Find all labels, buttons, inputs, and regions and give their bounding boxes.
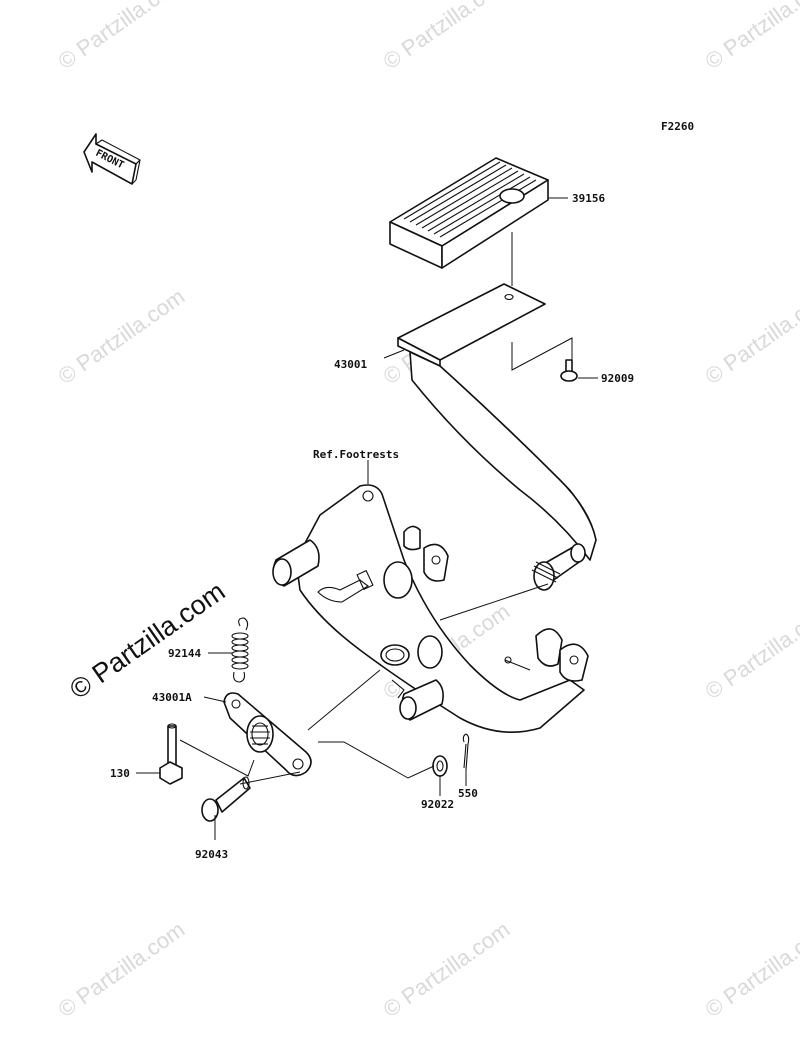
footrest-bracket [272, 484, 589, 733]
watermark-text: © Partzilla.com [701, 917, 800, 1023]
cotter-pin [462, 733, 470, 771]
label-550[interactable]: 550 [458, 787, 478, 800]
watermark-prominent: © Partzilla.com [64, 576, 230, 705]
clevis-pin [201, 776, 251, 822]
screw [560, 359, 578, 382]
leader-lines [136, 197, 598, 840]
pedal-pad [389, 157, 549, 269]
watermark-text: © Partzilla.com [379, 0, 515, 74]
label-92043[interactable]: 92043 [195, 848, 228, 861]
return-spring [231, 617, 249, 683]
bolt [159, 723, 183, 785]
watermark-text: © Partzilla.com [54, 917, 190, 1023]
watermark-text: © Partzilla.com [701, 284, 800, 390]
watermark-text: © Partzilla.com [54, 284, 190, 390]
front-arrow-icon: FRONT [83, 133, 141, 185]
label-43001A[interactable]: 43001A [152, 691, 192, 704]
label-92009[interactable]: 92009 [601, 372, 634, 385]
watermark-layer: © Partzilla.com © Partzilla.com © Partzi… [54, 0, 800, 1022]
label-43001[interactable]: 43001 [334, 358, 367, 371]
washer [432, 755, 448, 777]
diagram-code: F2260 [661, 120, 694, 133]
label-92144[interactable]: 92144 [168, 647, 201, 660]
brake-lever [223, 692, 312, 777]
assembly-lines [179, 232, 573, 785]
watermark-text: © Partzilla.com [701, 599, 800, 705]
reference-label: Ref.Footrests [313, 448, 399, 461]
label-92022[interactable]: 92022 [421, 798, 454, 811]
watermark-text: © Partzilla.com [379, 917, 515, 1023]
label-130[interactable]: 130 [110, 767, 130, 780]
watermark-text: © Partzilla.com [54, 0, 190, 74]
label-39156[interactable]: 39156 [572, 192, 605, 205]
brake-pedal-arm [397, 283, 597, 591]
watermark-text: © Partzilla.com [701, 0, 800, 74]
